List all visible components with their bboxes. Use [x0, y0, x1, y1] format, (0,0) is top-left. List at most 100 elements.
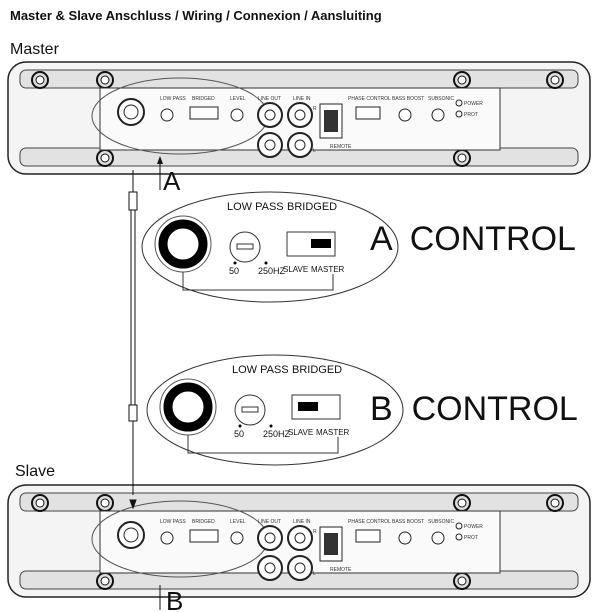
rca-jack — [294, 562, 306, 574]
panel-label-bass_boost: BASS BOOST — [392, 96, 424, 102]
screw-icon — [100, 576, 110, 586]
rca-port — [158, 219, 208, 269]
screw-icon — [457, 75, 467, 85]
remote-port — [324, 110, 338, 132]
slave-amplifier: LOW PASS BRIDGED LEVEL LINE OUT LINE IN REMOT… — [7, 484, 591, 598]
label-r: R — [313, 106, 317, 112]
screw-icon — [35, 498, 45, 508]
master-label: MASTER — [311, 265, 345, 274]
freq-low: 50 — [229, 266, 239, 276]
phase-switch — [355, 529, 381, 543]
knob-slot — [236, 243, 254, 250]
led — [455, 99, 463, 107]
panel-label-low_pass: LOW PASS — [160, 519, 186, 525]
panel-label-subsonic: SUBSONIC — [428, 96, 455, 102]
screw-icon — [457, 498, 467, 508]
detail-b-heading: B CONTROL — [370, 390, 578, 428]
panel-label-line_out: LINE OUT — [258, 519, 281, 525]
freq-low: 50 — [234, 429, 244, 439]
dot — [233, 261, 237, 265]
low-pass-label: LOW PASS — [227, 201, 284, 213]
screw-icon — [550, 498, 560, 508]
label-l: L — [313, 148, 316, 154]
freq-high: 250HZ — [263, 429, 291, 439]
panel-label-bridged: BRIDGED — [192, 519, 215, 525]
rca-jack — [264, 532, 276, 544]
rca-jack — [294, 532, 306, 544]
panel-label-bass_boost: BASS BOOST — [392, 519, 424, 525]
knob — [230, 531, 244, 545]
rca-port — [123, 527, 139, 543]
remote-port — [324, 533, 338, 555]
marker-b: B — [159, 585, 183, 612]
detail-ellipse — [146, 354, 404, 466]
rca-cable — [128, 170, 138, 510]
bridged-label: BRIDGED — [292, 364, 342, 376]
panel-label-low_pass: LOW PASS — [160, 96, 186, 102]
switch-slider — [311, 239, 331, 248]
bridged-switch — [189, 529, 219, 543]
master-label: Master — [10, 41, 60, 58]
connector-line — [187, 435, 339, 454]
knob — [398, 108, 412, 122]
panel-label-level: LEVEL — [230, 519, 246, 525]
switch-slider — [298, 402, 318, 411]
slave-label: Slave — [15, 463, 55, 480]
connector-line — [182, 272, 334, 291]
svg-text:A: A — [163, 166, 181, 196]
panel-label-phase_control: PHASE CONTROL — [348, 96, 391, 102]
panel-label-line_in: LINE IN — [293, 96, 311, 102]
panel-label-subsonic: SUBSONIC — [428, 519, 455, 525]
master-label: MASTER — [316, 428, 350, 437]
rca-jack — [294, 139, 306, 151]
screw-icon — [100, 498, 110, 508]
rca-jack — [264, 139, 276, 151]
panel-label-prot: PROT — [464, 112, 478, 118]
dot — [269, 424, 273, 428]
rca-jack — [294, 109, 306, 121]
phase-switch — [355, 106, 381, 120]
screw-icon — [457, 576, 467, 586]
screw-icon — [457, 153, 467, 163]
panel-label-level: LEVEL — [230, 96, 246, 102]
svg-text:B: B — [166, 586, 183, 612]
panel-label-line_out: LINE OUT — [258, 96, 281, 102]
detail-a-heading: A CONTROL — [370, 220, 576, 258]
knob — [160, 108, 174, 122]
marker-a: A — [157, 156, 181, 196]
panel-label-phase_control: PHASE CONTROL — [348, 519, 391, 525]
detail-ellipse — [141, 191, 399, 303]
dot — [238, 424, 242, 428]
rca-port — [163, 382, 213, 432]
bridged-switch — [189, 106, 219, 120]
panel-label-prot: PROT — [464, 535, 478, 541]
led — [455, 522, 463, 530]
bridged-label: BRIDGED — [287, 201, 337, 213]
dot — [264, 261, 268, 265]
panel-label-line_in: LINE IN — [293, 519, 311, 525]
slave-label: SLAVE — [288, 428, 313, 437]
rca-port — [123, 104, 139, 120]
led — [455, 533, 463, 541]
freq-high: 250HZ — [258, 266, 286, 276]
low-pass-label: LOW PASS — [232, 364, 289, 376]
panel-label-power: POWER — [464, 524, 483, 530]
knob-slot — [241, 406, 259, 413]
screw-icon — [100, 75, 110, 85]
screw-icon — [35, 75, 45, 85]
knob — [230, 108, 244, 122]
panel-label-bridged: BRIDGED — [192, 96, 215, 102]
label-l: L — [313, 571, 316, 577]
knob — [398, 531, 412, 545]
screw-icon — [550, 75, 560, 85]
panel-label-remote: REMOTE — [330, 567, 352, 573]
label-r: R — [313, 529, 317, 535]
rca-jack — [264, 562, 276, 574]
screw-icon — [100, 153, 110, 163]
knob — [431, 531, 445, 545]
rca-jack — [264, 109, 276, 121]
